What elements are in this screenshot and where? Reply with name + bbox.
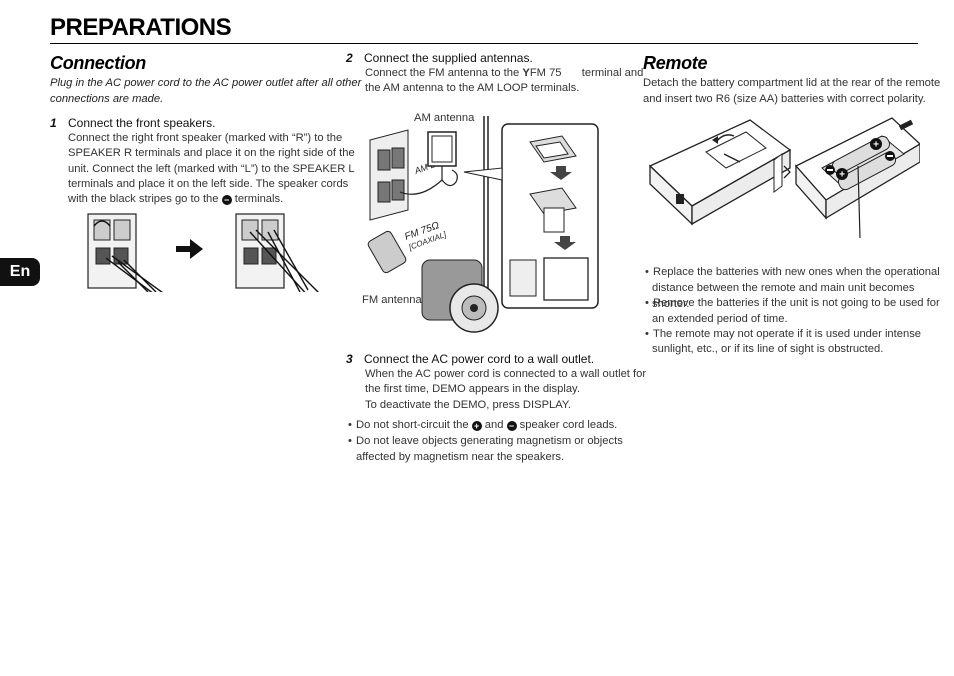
remote-battery-illustration: + + (648, 117, 920, 239)
step3-title: Connect the AC power cord to a wall outl… (364, 352, 595, 366)
step1-line5-text: with the black stripes go to the (68, 193, 219, 205)
right-arrow-icon (176, 239, 203, 259)
short-circuit-text-a: Do not short-circuit the (356, 419, 469, 431)
remote-bullet1-line2: distance between the remote and main uni… (652, 282, 915, 310)
step1-title: Connect the front speakers. (68, 116, 216, 130)
step3-heading: 3 Connect the AC power cord to a wall out… (346, 352, 594, 366)
remote-line2: and insert two R6 (size AA) batteries wi… (643, 93, 926, 105)
step1-line3: unit. Connect the left (marked with “L”)… (68, 163, 355, 175)
fm-antenna-label: FM antenna (362, 294, 422, 306)
plus-terminal-icon: + (471, 421, 482, 431)
remote-heading: Remote (643, 53, 708, 73)
page-title: PREPARATIONS (50, 14, 232, 41)
short-circuit-text-c: speaker cord leads. (519, 419, 618, 431)
step1-line5: with the black stripes go to the − termi… (68, 192, 283, 208)
magnetism-bullet-line2: affected by magnetism near the speakers. (356, 451, 565, 463)
step3-line2: the first time, DEMO appears in the disp… (365, 383, 580, 395)
remote-bullet2-text: Remove the batteries if the unit is not … (653, 297, 940, 309)
step1-line4: terminals and place it on the left side.… (68, 178, 349, 190)
short-circuit-bullet: •Do not short-circuit the + and − speake… (348, 419, 618, 431)
minus-terminal-icon: − (221, 195, 232, 205)
connection-heading: Connection (50, 53, 146, 73)
magnetism-bullet-line1: •Do not leave objects generating magneti… (348, 435, 623, 447)
title-rule (50, 43, 918, 44)
step1-number: 1 (50, 116, 57, 130)
step3-line1: When the AC power cord is connected to a… (365, 368, 647, 380)
step2-number: 2 (346, 51, 353, 65)
remote-bullet3-line1: •The remote may not operate if it is use… (645, 328, 922, 340)
short-circuit-text-b: and (484, 419, 504, 431)
step1-line2: SPEAKER R terminals and place it on the … (68, 147, 355, 159)
step1-line5-end: terminals. (234, 193, 284, 205)
battery-plus-icon: + (873, 140, 879, 151)
step2-line1: Connect the FM antenna to the YFM 75 ter… (365, 66, 643, 82)
step2-heading: 2 Connect the supplied antennas. (346, 51, 533, 65)
battery-plus-icon-2: + (839, 170, 845, 181)
step3-line3: To deactivate the DEMO, press DISPLAY. (365, 399, 572, 411)
step2-title: Connect the supplied antennas. (364, 51, 533, 65)
step1-heading: 1 Connect the front speakers. (50, 116, 215, 130)
minus-terminal-icon: − (506, 421, 517, 431)
connection-intro-line2: connections are made. (50, 93, 164, 105)
magnetism-text-l1: Do not leave objects generating magnetis… (356, 435, 623, 447)
remote-bullet2-line2: an extended period of time. (652, 313, 788, 325)
antenna-connection-illustration: AM LOOP FM 75Ω [COAXIAL] (367, 116, 599, 333)
step3-number: 3 (346, 352, 353, 366)
remote-bullet1-line1: •Replace the batteries with new ones whe… (645, 266, 940, 278)
connection-intro-line1: Plug in the AC power cord to the AC powe… (50, 77, 362, 89)
step2-fm-terminal: FM 75 (529, 67, 562, 79)
fm-antenna-glyph-icon: Y (522, 67, 530, 79)
step2-line2: the AM antenna to the AM LOOP terminals. (365, 82, 580, 94)
am-antenna-label: AM antenna (414, 112, 475, 124)
remote-bullet2-line1: •Remove the batteries if the unit is not… (645, 297, 940, 309)
remote-bullet1-text: Replace the batteries with new ones when… (653, 266, 940, 278)
step1-line1: Connect the right front speaker (marked … (68, 132, 343, 144)
remote-line1: Detach the battery compartment lid at th… (643, 77, 941, 89)
remote-bullet3-line2: sunlight, etc., or if its line of sight … (652, 343, 884, 355)
step2-line1-text: Connect the FM antenna to the (365, 67, 520, 79)
speaker-terminal-after-illustration (235, 213, 319, 292)
step2-line1-end: terminal and (581, 67, 644, 79)
language-tab: En (0, 258, 40, 286)
remote-bullet3-text: The remote may not operate if it is used… (653, 328, 922, 340)
speaker-terminal-before-illustration (87, 213, 163, 292)
